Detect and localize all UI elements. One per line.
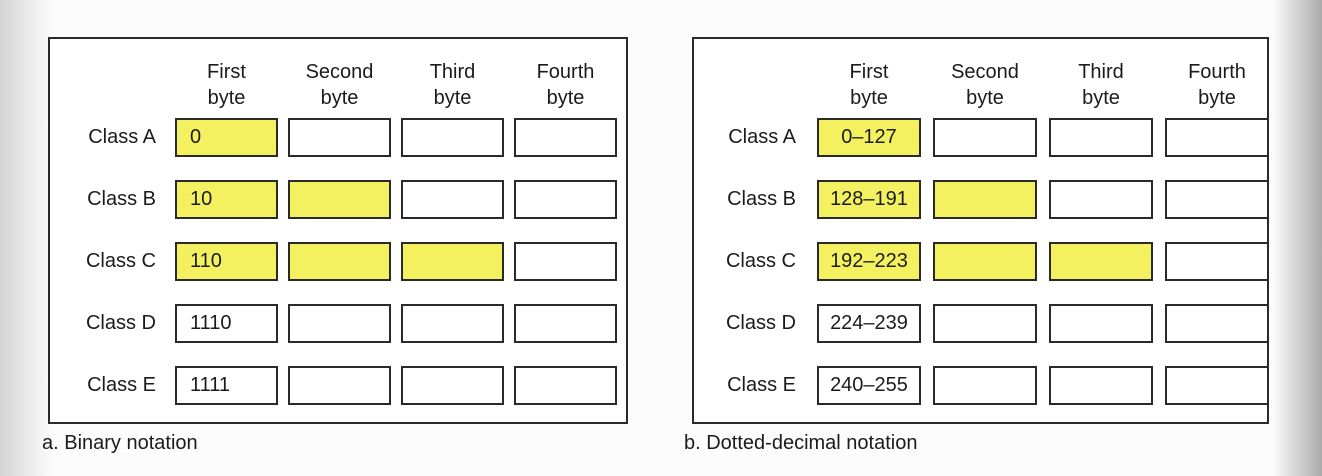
byte-cell-col2 <box>933 118 1037 157</box>
grid-corner-spacer <box>50 39 165 118</box>
byte-cell-col3 <box>1049 304 1153 343</box>
byte-cell-col1: 192–223 <box>817 242 921 281</box>
column-header-2: Second byte <box>933 59 1037 118</box>
byte-cell-col3 <box>1049 118 1153 157</box>
byte-cell-col3 <box>1049 366 1153 405</box>
byte-cell-col2 <box>288 366 391 405</box>
byte-cell-col2 <box>933 180 1037 219</box>
byte-cell-col2 <box>288 118 391 157</box>
byte-cell-col3 <box>1049 242 1153 281</box>
row-label-class-b: Class B <box>87 188 156 210</box>
column-header-line: byte <box>850 87 888 109</box>
column-header-line: First <box>207 61 246 83</box>
row-label-class-d: Class D <box>725 312 796 334</box>
caption-binary-notation: a. Binary notation <box>42 432 198 454</box>
column-header-line: Fourth <box>536 61 595 83</box>
byte-cell-col2 <box>933 304 1037 343</box>
byte-cell-col3 <box>1049 180 1153 219</box>
byte-cell-col1: 10 <box>175 180 278 219</box>
row-label-class-c: Class C <box>725 250 796 272</box>
byte-cell-col1: 1110 <box>175 304 278 343</box>
byte-cell-col4 <box>1165 366 1269 405</box>
byte-cell-col1: 0 <box>175 118 278 157</box>
byte-cell-col4 <box>1165 304 1269 343</box>
column-header-1: First byte <box>817 59 921 118</box>
byte-cell-col1: 224–239 <box>817 304 921 343</box>
column-header-4: Fourth byte <box>514 59 617 118</box>
column-header-line: byte <box>1198 87 1236 109</box>
byte-cell-col4 <box>514 304 617 343</box>
row-label-class-d: Class D <box>85 312 156 334</box>
column-header-line: Second <box>951 61 1019 83</box>
byte-cell-col2 <box>288 304 391 343</box>
byte-cell-col4 <box>1165 180 1269 219</box>
column-header-2: Second byte <box>288 59 391 118</box>
row-label-class-a: Class A <box>88 126 156 148</box>
byte-cell-col3 <box>401 118 504 157</box>
byte-cell-col4 <box>514 242 617 281</box>
column-header-3: Third byte <box>1049 59 1153 118</box>
column-header-line: Third <box>429 61 476 83</box>
column-header-line: byte <box>433 87 472 109</box>
row-label-class-a: Class A <box>728 126 796 148</box>
byte-cell-col4 <box>514 118 617 157</box>
byte-cell-col1: 0–127 <box>817 118 921 157</box>
byte-cell-col2 <box>933 366 1037 405</box>
row-label-class-c: Class C <box>85 250 156 272</box>
column-header-1: First byte <box>175 59 278 118</box>
column-header-line: Third <box>1078 61 1124 83</box>
byte-cell-col1: 240–255 <box>817 366 921 405</box>
row-label-class-e: Class E <box>727 374 796 396</box>
byte-cell-col1: 110 <box>175 242 278 281</box>
column-header-line: Fourth <box>1188 61 1246 83</box>
byte-cell-col4 <box>1165 242 1269 281</box>
column-header-3: Third byte <box>401 59 504 118</box>
byte-cell-col3 <box>401 180 504 219</box>
caption-dotted-decimal-notation: b. Dotted-decimal notation <box>684 432 918 454</box>
byte-cell-col4 <box>1165 118 1269 157</box>
byte-cell-col2 <box>933 242 1037 281</box>
byte-cell-col3 <box>401 304 504 343</box>
column-header-line: Second <box>305 61 374 83</box>
byte-cell-col2 <box>288 180 391 219</box>
grid-corner-spacer <box>694 39 805 118</box>
byte-cell-col3 <box>401 366 504 405</box>
column-header-line: byte <box>207 87 246 109</box>
row-label-class-e: Class E <box>87 374 156 396</box>
column-header-line: byte <box>546 87 585 109</box>
column-header-line: byte <box>320 87 359 109</box>
column-header-line: byte <box>1082 87 1120 109</box>
byte-cell-col4 <box>514 366 617 405</box>
column-header-line: byte <box>966 87 1004 109</box>
byte-cell-col2 <box>288 242 391 281</box>
byte-cell-col4 <box>514 180 617 219</box>
byte-cell-col3 <box>401 242 504 281</box>
column-header-4: Fourth byte <box>1165 59 1269 118</box>
row-label-class-b: Class B <box>727 188 796 210</box>
byte-cell-col1: 1111 <box>175 366 278 405</box>
column-header-line: First <box>849 61 889 83</box>
byte-cell-col1: 128–191 <box>817 180 921 219</box>
